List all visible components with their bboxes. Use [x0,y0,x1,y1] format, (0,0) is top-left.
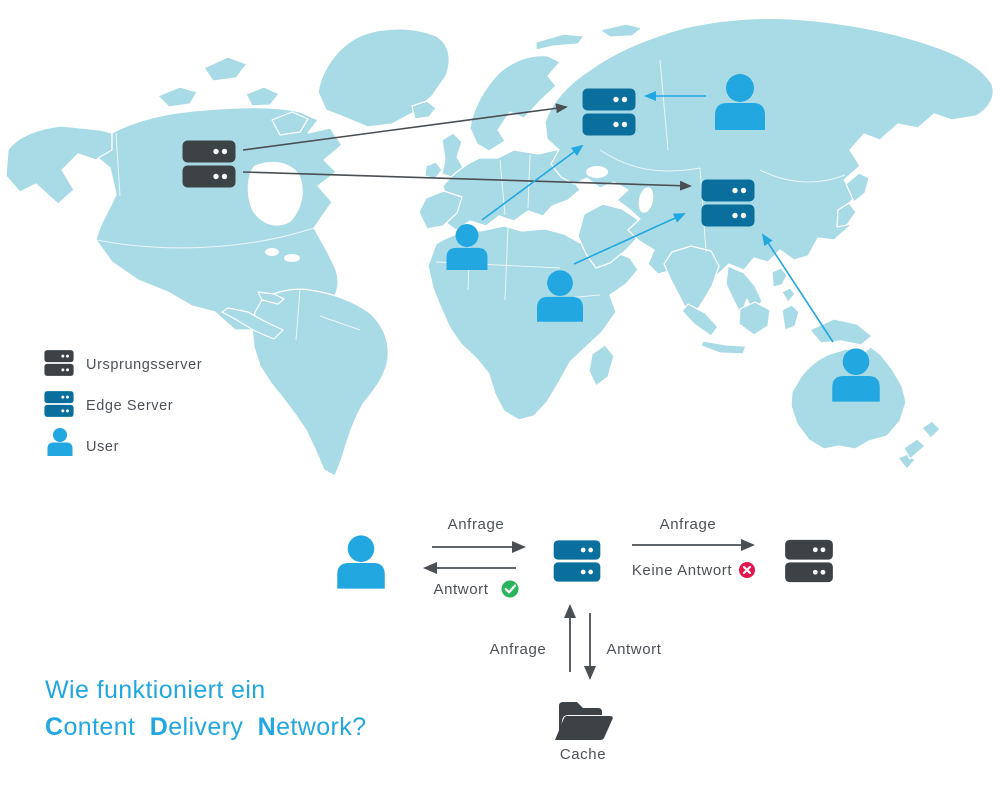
label-cache: Cache [560,746,606,763]
label-antwort-user: Antwort [433,581,488,598]
new-zealand [903,438,926,460]
philippines [781,287,796,303]
legend-label-edge: Edge Server [86,398,173,414]
map-connections [242,91,834,343]
island-madagascar [588,344,615,387]
great-lakes [265,248,279,256]
link-origin-to-edge-europe [242,103,568,151]
label-anfrage-user: Anfrage [448,516,505,533]
origin-server-icon [44,350,74,376]
page-title: Wie funktioniert ein Content Delivery Ne… [45,672,373,746]
label-anfrage-cache: Anfrage [490,641,547,658]
arctic-islands [271,111,309,136]
world-map [5,17,994,477]
legend-label-origin: Ursprungsserver [86,357,202,373]
great-lakes [284,254,300,262]
black-sea [586,166,608,178]
user-icon [337,535,385,589]
island-ireland [424,161,443,180]
label-keine-antwort: Keine Antwort [632,562,733,579]
check-circle-icon [501,580,519,598]
link-user-east-africa-to-edge-asia [573,213,686,265]
cache-folder-icon [555,702,613,740]
arabian-peninsula [577,203,642,269]
title-line1: Wie funktioniert ein [45,676,266,704]
philippines [771,267,788,288]
island-sulawesi [781,304,800,331]
island-iceland [411,100,437,120]
india [663,245,720,319]
island-sumatra [681,303,719,337]
title-line2: Content Delivery Network? [45,709,373,746]
new-zealand [921,420,941,439]
caspian-sea [638,187,654,213]
legend-label-user: User [86,439,119,455]
arctic-islands [599,23,643,38]
cross-circle-icon [739,562,755,578]
link-origin-to-edge-asia [242,171,692,191]
arctic-islands [535,33,585,51]
label-antwort-cache: Antwort [606,641,661,658]
island-java [700,340,747,355]
island-borneo [738,301,771,336]
continent-south-america [251,288,389,477]
user-icon [47,428,73,456]
title-word-delivery: Delivery [149,713,244,741]
edge-server-icon [44,391,74,417]
arctic-islands [157,86,198,108]
label-anfrage-origin: Anfrage [660,516,717,533]
arctic-islands [245,86,280,107]
continent-greenland [317,28,450,128]
link-user-australia-to-edge-asia [761,233,834,343]
iberia [418,190,463,230]
title-word-content: Content [45,713,136,741]
island-cuba [257,291,285,305]
continent-alaska [5,125,113,205]
arctic-islands [203,56,248,82]
central-america [221,307,284,340]
island-japan [836,202,857,228]
hudson-bay [247,161,303,226]
title-word-network: Network? [257,713,367,741]
origin-server-icon [785,539,833,583]
legend: Ursprungsserver Edge Server User [44,350,202,456]
edge-server-icon [553,540,601,582]
link-user-north-africa-to-edge-europe [481,144,584,221]
island-japan [845,172,870,203]
island-new-guinea [809,318,873,346]
flow-diagram: Anfrage Antwort Anfrage Keine Antwort An… [337,516,833,763]
